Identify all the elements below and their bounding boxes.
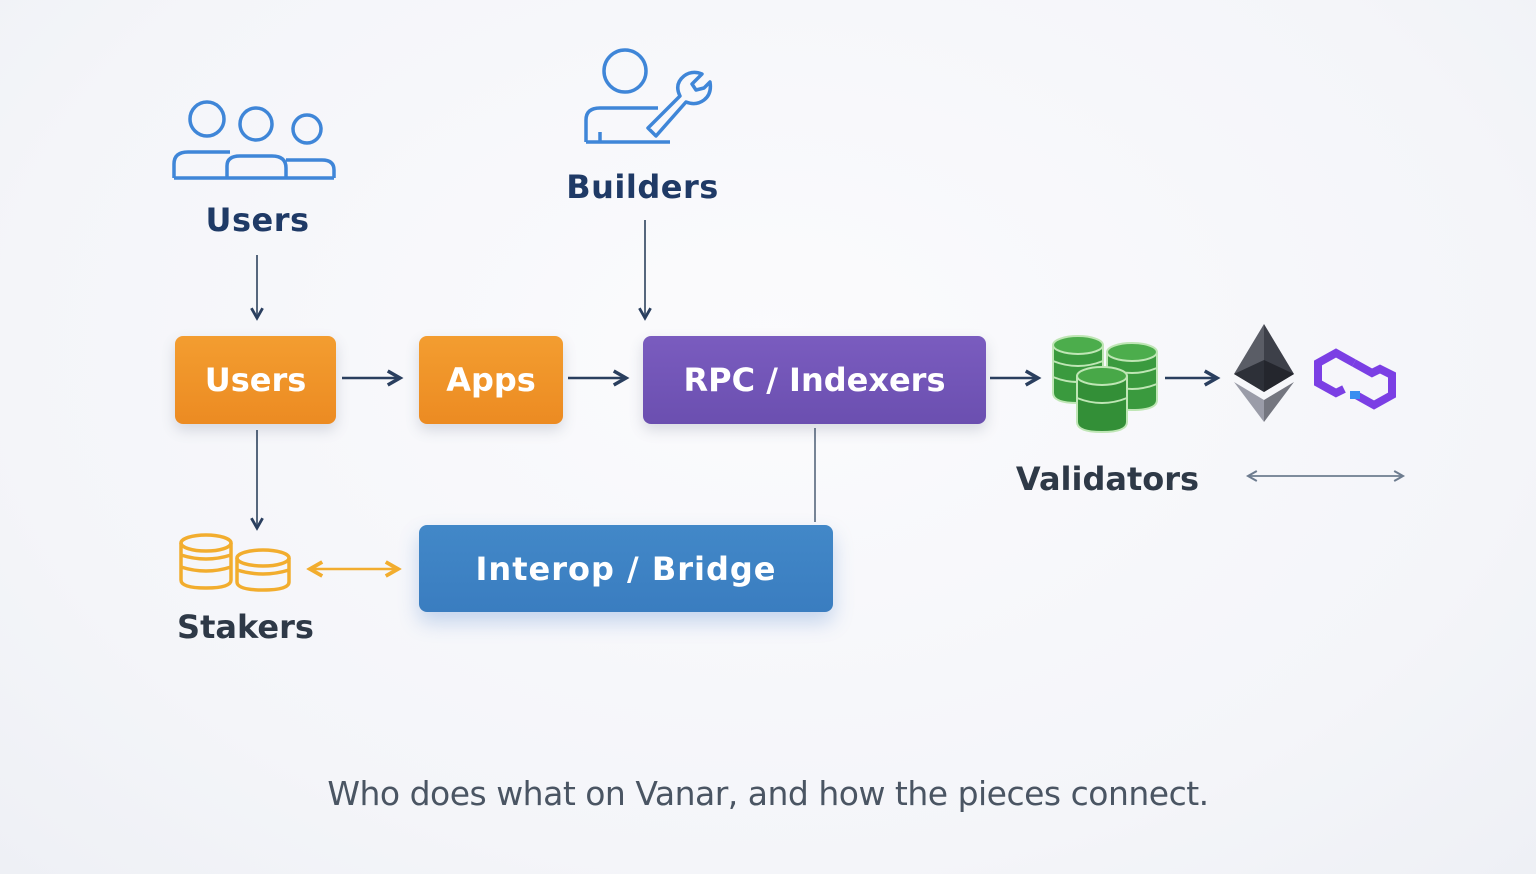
builders-label: Builders bbox=[566, 168, 719, 206]
validators-label: Validators bbox=[1015, 460, 1200, 498]
builders-actor: Builders bbox=[566, 46, 720, 216]
diagram-caption: Who does what on Vanar, and how the piec… bbox=[327, 774, 1209, 813]
interop-bridge-node[interactable]: Interop / Bridge bbox=[419, 525, 833, 612]
validators-actor: Validators bbox=[1016, 330, 1210, 510]
users-actor-label: Users bbox=[205, 201, 310, 239]
polygon-icon bbox=[1314, 348, 1396, 410]
stakers-label: Stakers bbox=[177, 608, 314, 646]
database-stack-icon bbox=[1052, 335, 1158, 434]
ethereum-icon bbox=[1234, 324, 1294, 422]
apps-node[interactable]: Apps bbox=[419, 336, 563, 424]
coins-stack-icon bbox=[179, 533, 291, 592]
rpc-indexers-node[interactable]: RPC / Indexers bbox=[643, 336, 986, 424]
users-node[interactable]: Users bbox=[175, 336, 336, 424]
builder-wrench-icon bbox=[584, 48, 713, 144]
stakers-actor: Stakers bbox=[177, 532, 318, 652]
users-group-icon bbox=[172, 100, 336, 180]
users-actor: Users bbox=[170, 98, 340, 248]
